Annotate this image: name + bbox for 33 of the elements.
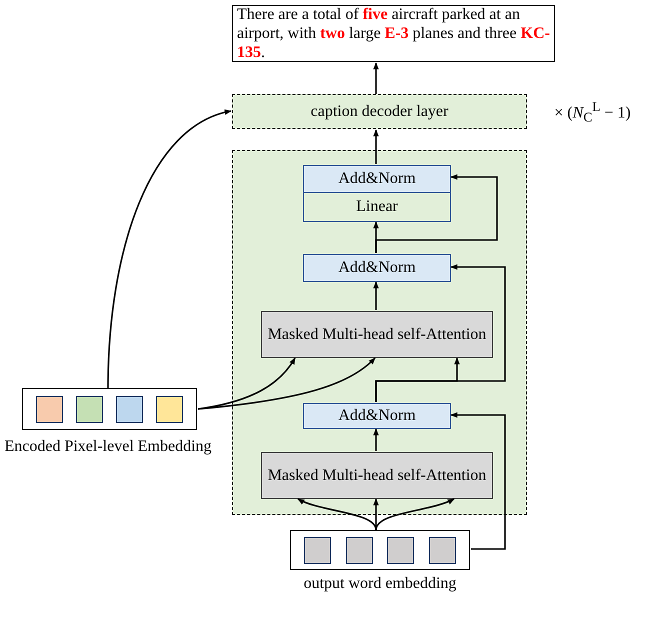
box-label: Masked Multi-head self-Attention [268, 466, 486, 486]
caption-label: output word embedding [302, 574, 458, 594]
arrow [373, 428, 379, 451]
decoder-block-container [232, 150, 527, 515]
arrow [375, 174, 498, 253]
box-label: caption decoder layer [310, 102, 448, 122]
arrow [297, 498, 377, 530]
embedding-box [22, 388, 197, 430]
box-label: Masked Multi-head self-Attention [268, 324, 486, 344]
add-norm-box [303, 254, 451, 282]
box-label: Add&Norm [338, 169, 416, 189]
attention-box [261, 311, 493, 358]
decoder-layer-box [232, 94, 527, 129]
arrow [375, 264, 506, 402]
attention-box [261, 452, 493, 499]
arrow [373, 62, 379, 94]
arrow [450, 412, 506, 550]
add-norm-box [303, 165, 451, 193]
box-label: Linear [356, 197, 398, 217]
arrow [373, 129, 379, 164]
arrow [373, 281, 379, 310]
arrow [375, 498, 455, 530]
add-norm-box [303, 403, 451, 429]
caption-sentence: There are a total of five aircraft parked at an airport, with two large E-3 planes and three KC-135. [236, 4, 551, 62]
linear-box [303, 193, 451, 222]
arrow [373, 498, 379, 530]
arrow [107, 110, 232, 388]
box-label: Add&Norm [338, 258, 416, 278]
arrow [198, 357, 376, 410]
box-label: Add&Norm [338, 406, 416, 426]
embedding-box [290, 530, 470, 570]
caption-label: Encoded Pixel-level Embedding [3, 437, 213, 457]
repeat-count-label: × (N$_{C}$$^{L}$ − 1) [553, 99, 632, 126]
